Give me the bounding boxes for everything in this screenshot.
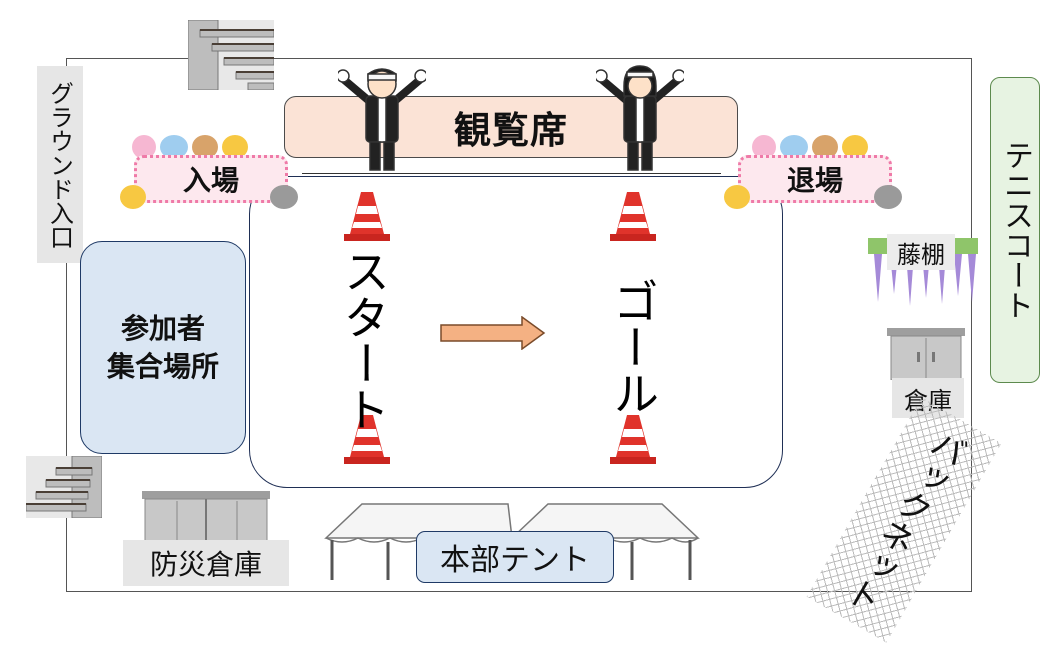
koala-icon [270,185,298,209]
gathering-label-line1: 参加者 [120,311,205,345]
wisteria-label: 藤棚 [887,234,955,270]
ground-entrance-label: グラウンド入口 [37,66,83,263]
arrow-right-icon [440,315,546,354]
tennis-court: テニスコート [990,77,1040,383]
stairs-icon [26,456,102,518]
tennis-court-label: テニスコート [998,140,1033,320]
entrance-label-box: 入場 [134,155,288,203]
traffic-cone-icon [610,190,656,242]
entrance-label: 入場 [182,164,239,197]
storage-shed-icon [887,328,965,380]
seating-area: 観覧席 [284,96,738,158]
stairs-icon [188,20,274,90]
field-boundary [66,58,972,592]
goal-label: ゴール [606,278,660,416]
entrance-banner: 入場 [120,133,300,215]
disaster-storage-label: 防災倉庫 [123,540,289,586]
exit-banner: 退場 [724,133,904,215]
traffic-cone-icon [610,413,656,465]
gathering-label-line2: 集合場所 [106,349,219,383]
hq-tent-label: 本部テント [416,531,614,583]
cheerleader-icon [596,60,684,174]
storage-shed-icon [142,491,270,547]
seating-label: 観覧席 [454,109,568,152]
seating-line [302,173,721,174]
hq-tent-text: 本部テント [440,543,590,578]
animal-banner-icon [132,135,282,163]
exit-label: 退場 [786,164,843,197]
koala-icon [874,185,902,209]
traffic-cone-icon [344,190,390,242]
exit-label-box: 退場 [738,155,892,203]
tiger-icon [724,185,750,209]
gathering-area: 参加者 集合場所 [80,241,246,454]
tiger-icon [120,185,146,209]
traffic-cone-icon [344,413,390,465]
start-label: スタート [337,248,391,432]
cheerleader-icon [338,60,426,174]
